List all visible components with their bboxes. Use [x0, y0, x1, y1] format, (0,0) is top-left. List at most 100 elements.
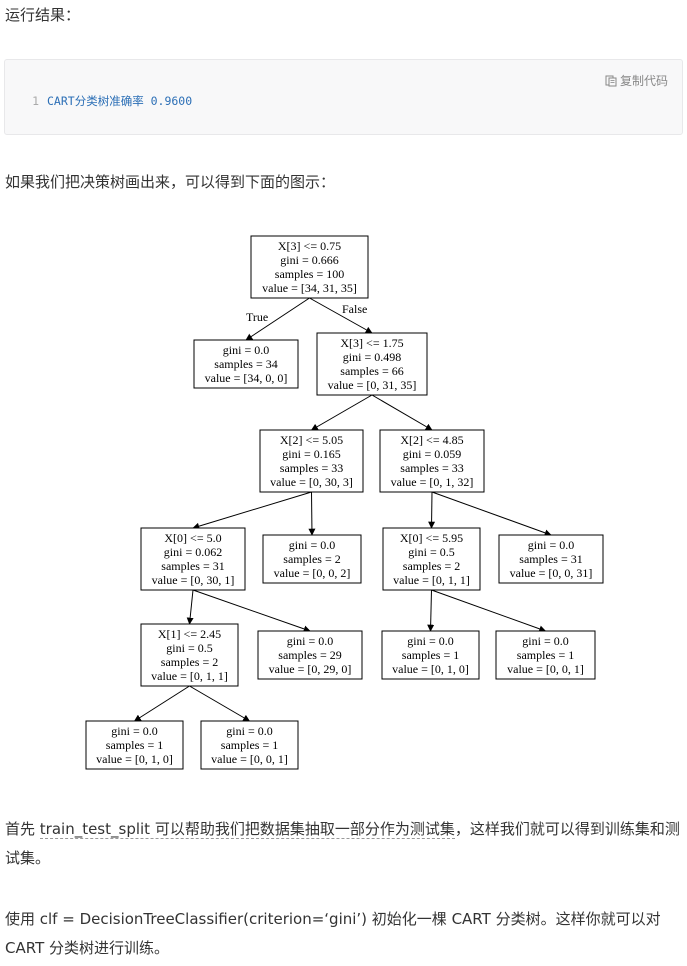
tree-node-line: gini = 0.0: [528, 538, 574, 552]
tree-node-line: gini = 0.059: [403, 447, 461, 461]
tree-node-line: value = [0, 1, 1]: [393, 573, 470, 587]
tree-edge: [309, 297, 373, 334]
tree-node-box: [495, 630, 596, 680]
tree-node-line: value = [0, 0, 1]: [507, 662, 584, 676]
tree-edge: [428, 491, 436, 529]
tree-edge: [308, 491, 316, 536]
tree-node-line: gini = 0.666: [280, 253, 338, 267]
tree-node-box: [85, 720, 184, 770]
tree-node-line: samples = 31: [161, 559, 224, 573]
tree-node-line: value = [34, 31, 35]: [262, 281, 357, 295]
tree-node-line: value = [0, 30, 1]: [152, 573, 235, 587]
tree-node-line: samples = 2: [283, 552, 340, 566]
tree-edge: [431, 491, 552, 537]
tree-node-line: X[0] <= 5.0: [164, 531, 221, 545]
tree-node-line: samples = 2: [403, 559, 460, 573]
tree-node-line: samples = 100: [275, 267, 344, 281]
tree-node-line: value = [0, 0, 2]: [274, 566, 351, 580]
edge-label-false: False: [342, 302, 367, 316]
intro-paragraph: 如果我们把决策树画出来，可以得到下面的图示：: [5, 173, 336, 191]
tree-node-box: [259, 429, 364, 493]
clf-paragraph: 使用 clf = DecisionTreeClassifier(criterio…: [5, 910, 661, 957]
tree-node-line: samples = 33: [280, 461, 343, 475]
tree-node-line: gini = 0.0: [407, 634, 453, 648]
tree-node-box: [250, 235, 369, 299]
tree-node-box: [498, 534, 604, 584]
tree-node-line: value = [0, 1, 0]: [96, 752, 173, 766]
tree-node-box: [140, 623, 239, 687]
tree-node-line: gini = 0.165: [282, 447, 340, 461]
tree-edge: [133, 685, 190, 722]
train-test-split-link[interactable]: train_test_split 可以帮助我们把数据集抽取一部分作为测试集: [39, 820, 455, 839]
line-number: 1: [32, 94, 39, 108]
tree-node-line: X[1] <= 2.45: [158, 627, 221, 641]
copy-code-button[interactable]: 复制代码: [605, 72, 668, 89]
tree-edge: [310, 394, 373, 431]
copy-icon: [605, 75, 617, 86]
tree-node-line: value = [0, 0, 31]: [510, 566, 593, 580]
tree-node-box: [140, 527, 246, 591]
tree-node-line: gini = 0.0: [223, 343, 269, 357]
tree-edge: [192, 491, 312, 530]
code-line: 1 CART分类树准确率 0.9600: [27, 93, 192, 109]
tree-node-box: [200, 720, 299, 770]
tree-node-line: samples = 1: [221, 738, 278, 752]
tree-node-line: samples = 1: [402, 648, 459, 662]
tree-node-line: X[2] <= 5.05: [280, 433, 343, 447]
tree-node-box: [193, 339, 299, 389]
tree-edge: [192, 589, 311, 633]
tree-node-line: gini = 0.0: [111, 724, 157, 738]
tree-node-line: X[3] <= 0.75: [278, 239, 341, 253]
tree-node-line: gini = 0.0: [522, 634, 568, 648]
tree-node-line: value = [0, 31, 35]: [328, 378, 417, 392]
tree-node-box: [382, 527, 481, 591]
split-prefix: 首先: [5, 820, 40, 838]
tree-node-line: samples = 29: [278, 648, 341, 662]
tree-node-line: samples = 34: [214, 357, 277, 371]
tree-edge: [245, 297, 310, 341]
split-paragraph: 首先 train_test_split 可以帮助我们把数据集抽取一部分作为测试集…: [5, 815, 683, 873]
tree-node-line: value = [0, 29, 0]: [269, 662, 352, 676]
tree-node-line: gini = 0.0: [226, 724, 272, 738]
tree-edge: [427, 589, 435, 632]
tree-node-line: gini = 0.062: [164, 545, 222, 559]
tree-node-line: value = [0, 1, 1]: [151, 669, 228, 683]
edge-label-true: True: [246, 310, 268, 324]
tree-node-line: gini = 0.0: [287, 634, 333, 648]
tree-node-line: gini = 0.5: [408, 545, 454, 559]
tree-node-line: value = [0, 30, 3]: [270, 475, 353, 489]
tree-node-line: samples = 33: [400, 461, 463, 475]
tree-node-line: gini = 0.0: [289, 538, 335, 552]
copy-code-label: 复制代码: [619, 74, 668, 88]
tree-node-line: samples = 31: [519, 552, 582, 566]
tree-node-line: samples = 1: [106, 738, 163, 752]
tree-node-line: value = [0, 0, 1]: [211, 752, 288, 766]
tree-node-line: X[3] <= 1.75: [340, 336, 403, 350]
tree-node-line: samples = 66: [340, 364, 403, 378]
tree-node-box: [379, 429, 485, 493]
split-suffix: ，这样我们就可以得到训练集和测试集。: [5, 820, 680, 867]
tree-node-box: [316, 332, 428, 396]
tree-edge: [186, 589, 194, 625]
code-block: 复制代码 1 CART分类树准确率 0.9600: [4, 59, 683, 135]
tree-edge: [189, 685, 251, 722]
tree-node-line: value = [0, 1, 32]: [391, 475, 474, 489]
result-heading: 运行结果：: [5, 6, 81, 24]
tree-node-box: [262, 534, 362, 584]
tree-node-line: samples = 2: [161, 655, 218, 669]
